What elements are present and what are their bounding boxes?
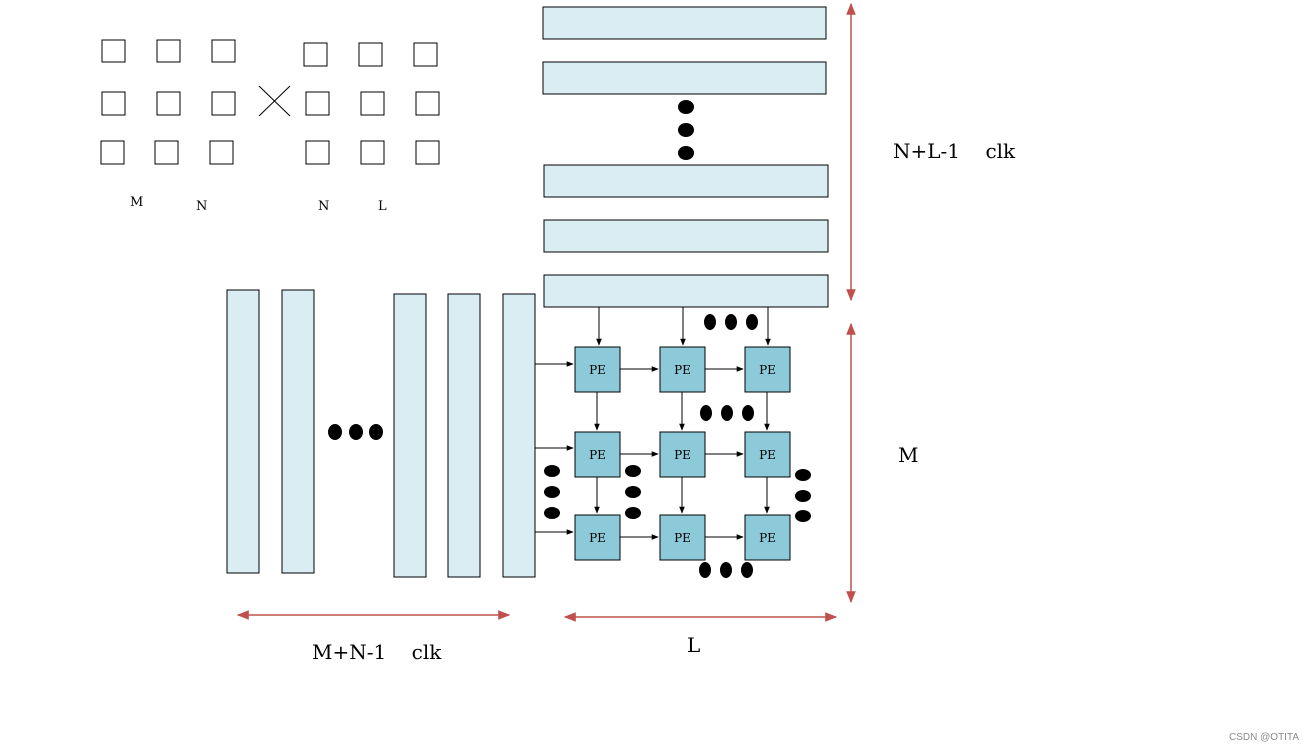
row-input-arrows <box>535 361 574 535</box>
pe-cell: PE <box>744 514 791 561</box>
matrix-cell <box>211 39 236 63</box>
left-bar <box>447 293 481 578</box>
right-matrix <box>303 42 440 165</box>
top-bar <box>542 61 827 95</box>
pe-label: PE <box>674 531 691 545</box>
top-input-bars <box>542 6 829 308</box>
matrix-cell <box>305 91 330 116</box>
matrix-cell <box>415 91 440 116</box>
matrix-cell <box>413 42 438 67</box>
pe-grid: PE PE PE PE PE PE PE PE <box>574 346 791 561</box>
pe-horizontal-arrows <box>620 366 744 540</box>
bottom-clk-label: M+N-1 clk <box>312 640 442 664</box>
left-bar <box>502 293 536 578</box>
pe-cell: PE <box>574 514 621 561</box>
matrix-cell <box>360 91 385 116</box>
pe-label: PE <box>759 448 776 462</box>
left-matrix-cols-label: N <box>196 199 207 214</box>
left-matrix-rows-label: M <box>130 195 143 210</box>
dimension-arrows <box>236 2 856 622</box>
pe-grid-ellipsis <box>544 314 811 578</box>
cols-dimension-label: L <box>687 633 700 657</box>
pe-label: PE <box>759 363 776 377</box>
pe-cell: PE <box>744 431 791 478</box>
top-bar <box>543 219 829 253</box>
pe-label: PE <box>589 531 606 545</box>
left-bar <box>393 293 427 578</box>
matrix-cell <box>358 42 383 67</box>
matrix-cell <box>156 39 181 63</box>
matrix-cell <box>305 140 330 165</box>
matrix-cell <box>209 140 234 165</box>
top-bar <box>542 6 827 40</box>
pe-vertical-arrows <box>594 392 770 514</box>
matrix-cell <box>360 140 385 165</box>
matrix-cell <box>211 91 236 116</box>
pe-cell: PE <box>574 346 621 393</box>
right-matrix-cols-label: L <box>378 199 387 214</box>
pe-cell: PE <box>574 431 621 478</box>
top-bar <box>543 274 829 308</box>
column-input-arrows <box>596 307 771 346</box>
left-matrix <box>100 39 236 165</box>
pe-label: PE <box>674 363 691 377</box>
top-bars-ellipsis <box>678 100 694 160</box>
pe-label: PE <box>589 363 606 377</box>
matrix-cell <box>415 140 440 165</box>
top-clk-label: N+L-1 clk <box>893 139 1016 163</box>
pe-cell: PE <box>659 346 706 393</box>
left-bar <box>281 289 315 574</box>
pe-label: PE <box>674 448 691 462</box>
pe-cell: PE <box>659 431 706 478</box>
pe-cell: PE <box>744 346 791 393</box>
pe-cell: PE <box>659 514 706 561</box>
watermark-text: CSDN @OTITA <box>1229 732 1299 743</box>
matrix-cell <box>101 39 126 63</box>
pe-label: PE <box>589 448 606 462</box>
left-bar <box>226 289 260 574</box>
left-bars-ellipsis <box>328 424 383 440</box>
multiply-sign <box>258 85 291 117</box>
matrix-cell <box>156 91 181 116</box>
pe-label: PE <box>759 531 776 545</box>
top-bar <box>543 164 829 198</box>
matrix-cell <box>303 42 328 67</box>
matrix-cell <box>101 91 126 116</box>
matrix-cell <box>154 140 179 165</box>
matrix-cell <box>100 140 125 165</box>
rows-dimension-label: M <box>898 443 918 467</box>
left-input-bars <box>226 289 536 578</box>
right-matrix-rows-label: N <box>318 199 329 214</box>
